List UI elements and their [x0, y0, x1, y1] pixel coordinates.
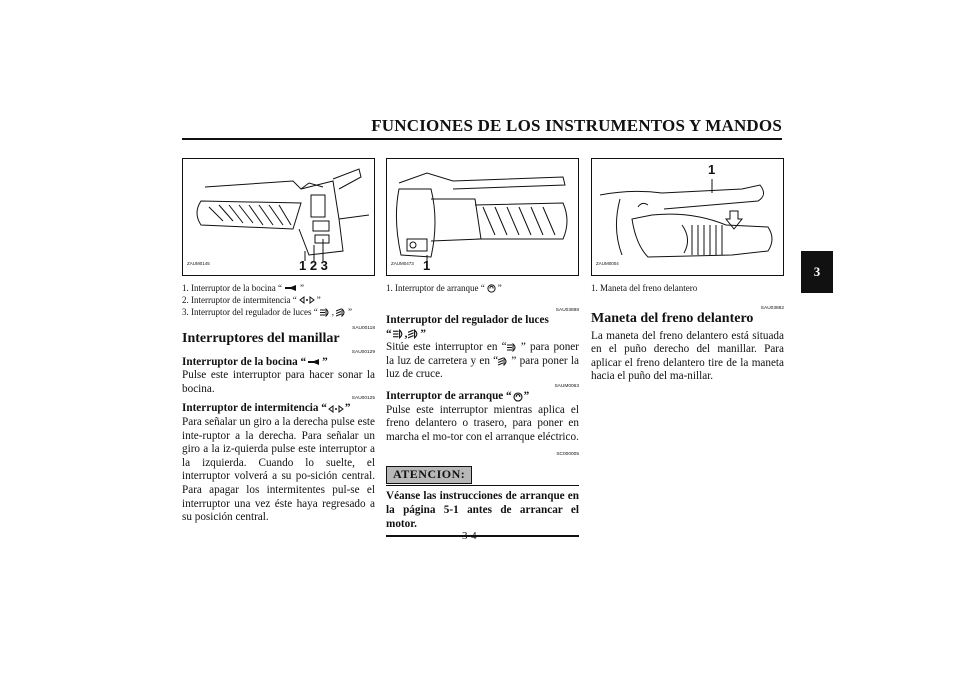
start-icon: [487, 283, 496, 293]
figure-code: ZAUM0473: [391, 261, 414, 267]
reference-code: SAU00125: [351, 396, 375, 402]
dimmer-text: Sitúe este interruptor en “ ” para poner…: [386, 341, 579, 381]
turn-signal-text: Para señalar un giro a la derecha pulse …: [182, 415, 375, 524]
figure-callout-number: 1: [423, 258, 431, 273]
start-text: Pulse este interruptor mientras aplica e…: [386, 403, 579, 443]
high-beam-icon: [392, 329, 402, 340]
horn-icon: [284, 285, 296, 291]
figure-code: ZAUM0004: [596, 261, 619, 267]
brake-text: La maneta del freno delantero está situa…: [591, 329, 784, 383]
horn-text: Pulse este interruptor para hacer sonar …: [182, 369, 375, 395]
reference-code: SAU03888: [555, 308, 579, 313]
header-rule: [182, 138, 782, 140]
brake-lever-illustration: [599, 179, 773, 258]
handlebar-right-illustration: [395, 172, 568, 263]
figure-callout-numbers: 1 2 3: [299, 258, 328, 273]
start-icon: [513, 392, 523, 402]
section-title: Interruptores del manillar: [182, 331, 340, 346]
figure-callout-number: 1: [708, 162, 716, 177]
caption-item: 2. Interruptor de intermitencia “ ”: [182, 295, 321, 305]
page-header: FUNCIONES DE LOS INSTRUMENTOS Y MANDOS: [371, 116, 782, 135]
horn-icon: [308, 359, 320, 366]
reference-code: SAU03882: [760, 306, 784, 311]
handlebar-left-figure: 1 2 3 ZAUM0145: [182, 158, 375, 276]
warning-text: Véanse las instrucciones de arranque en …: [386, 490, 579, 530]
dimmer-heading-icons: “ , ”: [386, 327, 426, 340]
column-right: 1 ZAUM0004 1. Maneta del freno delantero…: [591, 158, 784, 384]
section-title: Maneta del freno delantero: [591, 311, 754, 326]
caption-item: 1. Interruptor de la bocina “ ”: [182, 283, 304, 293]
handlebar-left-illustration: [196, 168, 370, 261]
figure-caption-list: 1. Interruptor de la bocina “ ” 2. Inter…: [182, 282, 375, 318]
low-beam-icon: [498, 356, 507, 366]
attention-rule: [386, 484, 579, 487]
low-beam-icon: [335, 307, 345, 317]
dimmer-heading: Interruptor del regulador de luces: [386, 314, 549, 326]
brake-lever-figure: 1 ZAUM0004: [591, 158, 784, 276]
turn-signal-heading: Interruptor de intermitencia “ ”: [182, 402, 351, 415]
caption-item: 3. Interruptor del regulador de luces “ …: [182, 307, 352, 317]
low-beam-icon: [408, 329, 418, 340]
turn-signal-icon: [328, 405, 344, 414]
start-heading: Interruptor de arranque “ ”: [386, 389, 530, 402]
chapter-tab: 3: [801, 251, 833, 293]
reference-code: SAUM0063: [554, 383, 579, 389]
high-beam-icon: [319, 307, 329, 317]
attention-label: ATENCION:: [386, 466, 473, 484]
figure-caption: 1. Interruptor de arranque “ ”: [386, 283, 502, 293]
reference-code: SAU00129: [351, 349, 375, 355]
reference-code: SAU00118: [352, 326, 375, 331]
figure-caption: 1. Maneta del freno delantero: [591, 283, 698, 293]
column-middle: 1 ZAUM0473 1. Interruptor de arranque “ …: [386, 158, 579, 537]
reference-code: SC000005: [556, 452, 579, 458]
column-left: 1 2 3 ZAUM0145 1. Interruptor de la boci…: [182, 158, 375, 525]
high-beam-icon: [506, 343, 516, 353]
warning-rule: [386, 535, 579, 537]
turn-signal-icon: [298, 296, 315, 304]
horn-heading: Interruptor de la bocina “ ”: [182, 355, 328, 368]
handlebar-right-figure: 1 ZAUM0473: [386, 158, 579, 276]
figure-code: ZAUM0145: [187, 261, 210, 267]
